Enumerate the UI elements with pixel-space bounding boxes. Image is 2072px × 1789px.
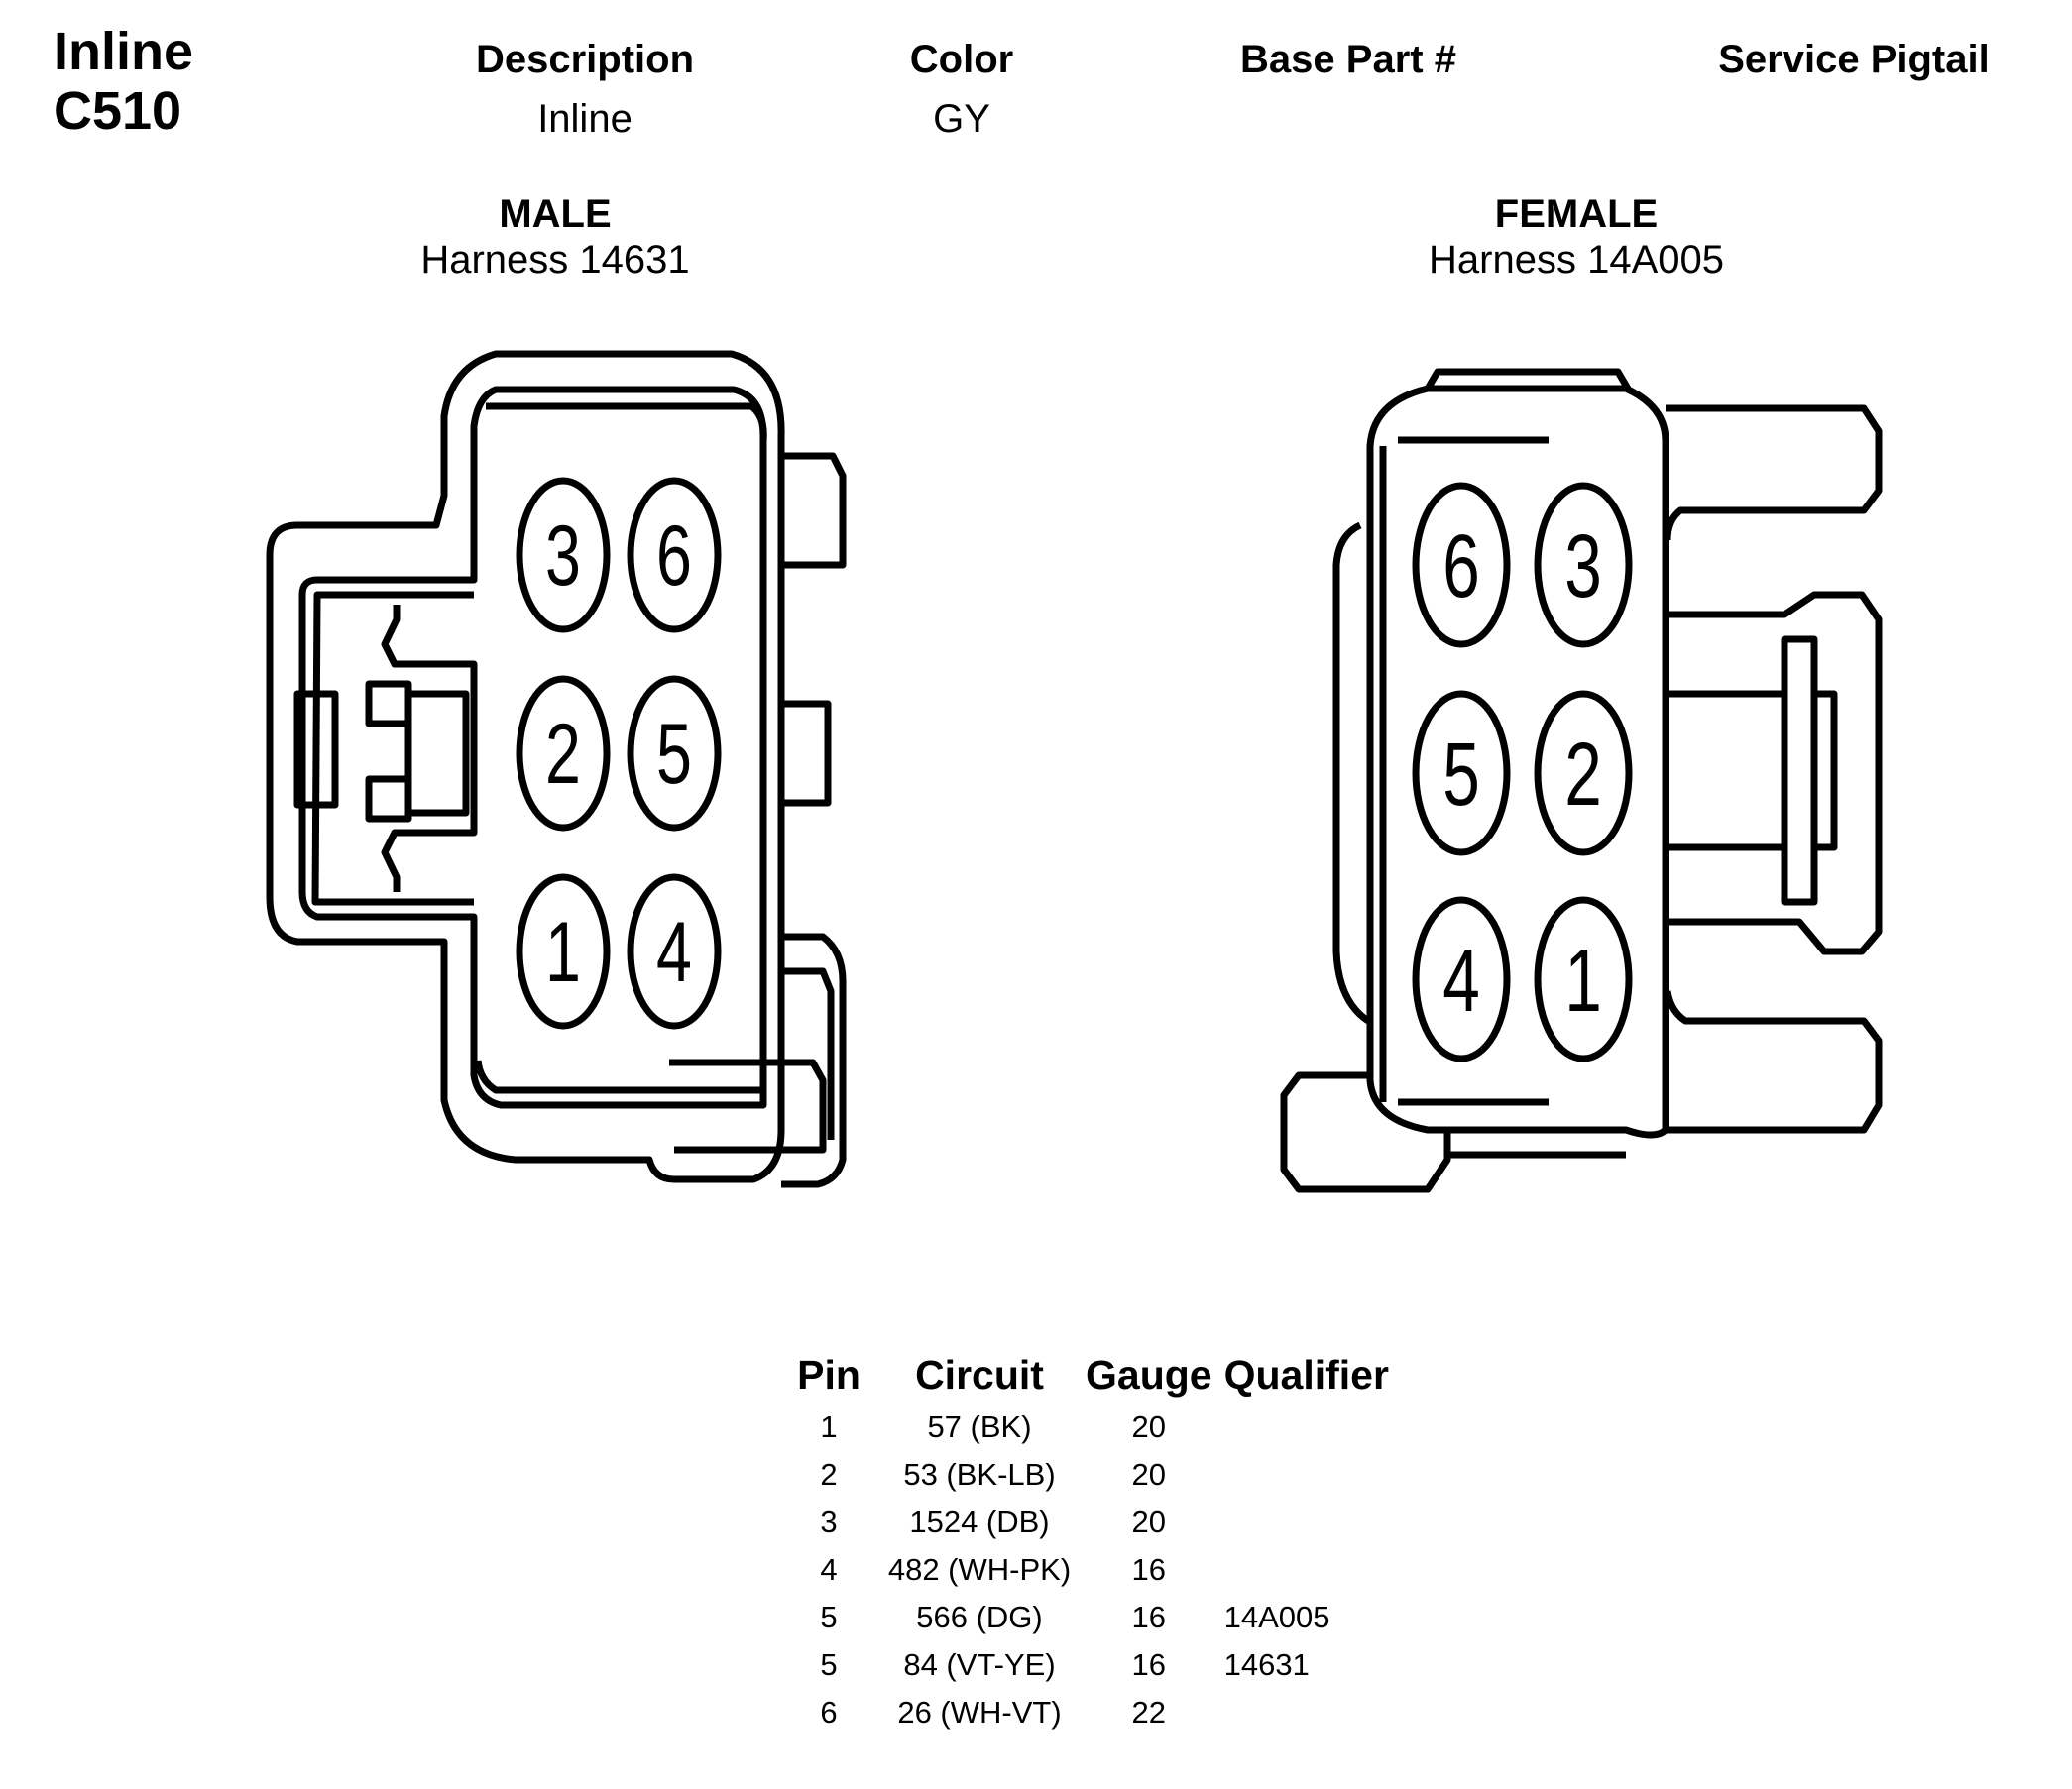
svg-text:1: 1 — [545, 905, 581, 1000]
connector-type: Inline — [54, 22, 194, 81]
service-pigtail-label: Service Pigtail — [1718, 38, 1990, 81]
table-row: 5 84 (VT-YE) 16 14631 — [778, 1641, 1399, 1689]
pin-cell: 3 — [820, 1505, 838, 1539]
table-row: 2 53 (BK-LB) 20 — [778, 1451, 1399, 1499]
connector-number: C510 — [54, 81, 182, 141]
pin-cell: 2 — [820, 1457, 838, 1492]
gauge-cell: 20 — [1131, 1409, 1167, 1444]
circuit-cell: 26 (WH-VT) — [897, 1695, 1062, 1730]
female-title: FEMALE — [1494, 192, 1659, 236]
male-pin-2: 2 — [516, 675, 611, 832]
circuit-header: Circuit — [915, 1351, 1044, 1398]
qualifier-cell — [1218, 1546, 1399, 1594]
qualifier-cell — [1218, 1403, 1399, 1451]
qualifier-cell — [1218, 1689, 1399, 1736]
pin-cell: 5 — [820, 1600, 838, 1634]
female-pin-6: 6 — [1412, 482, 1511, 648]
table-row: 1 57 (BK) 20 — [778, 1403, 1399, 1451]
gauge-cell: 16 — [1131, 1600, 1167, 1634]
qualifier-cell — [1218, 1499, 1399, 1546]
connector-id: Inline C510 — [54, 22, 193, 141]
circuit-cell: 482 (WH-PK) — [887, 1552, 1072, 1587]
female-pin-2: 2 — [1534, 690, 1633, 856]
female-harness: Harness 14A005 — [1429, 238, 1724, 281]
pin-table-header: Pin Circuit Gauge Qualifier — [778, 1346, 1399, 1403]
pin-cell: 5 — [820, 1647, 838, 1682]
table-row: 3 1524 (DB) 20 — [778, 1499, 1399, 1546]
circuit-cell: 84 (VT-YE) — [903, 1647, 1056, 1682]
description-label: Description — [475, 38, 695, 81]
svg-text:2: 2 — [1564, 725, 1602, 825]
circuit-cell: 1524 (DB) — [909, 1505, 1050, 1539]
color-value: GY — [933, 97, 990, 141]
circuit-cell: 53 (BK-LB) — [903, 1457, 1056, 1492]
pin-table: Pin Circuit Gauge Qualifier 1 57 (BK) 20… — [778, 1346, 1399, 1736]
table-row: 5 566 (DG) 16 14A005 — [778, 1594, 1399, 1641]
pin-cell: 6 — [820, 1695, 838, 1730]
base-part-label: Base Part # — [1240, 38, 1456, 81]
qualifier-cell: 14631 — [1223, 1647, 1310, 1682]
svg-text:5: 5 — [1442, 725, 1480, 825]
female-pin-4: 4 — [1412, 896, 1511, 1062]
gauge-cell: 22 — [1131, 1695, 1167, 1730]
svg-text:6: 6 — [1442, 516, 1480, 616]
female-pin-1: 1 — [1534, 896, 1633, 1062]
gauge-cell: 16 — [1131, 1552, 1167, 1587]
male-pin-6: 6 — [627, 477, 722, 633]
male-harness: Harness 14631 — [420, 238, 690, 281]
pin-cell: 1 — [820, 1409, 838, 1444]
color-label: Color — [909, 38, 1014, 81]
gauge-header: Gauge — [1086, 1351, 1212, 1398]
gauge-cell: 20 — [1131, 1457, 1167, 1492]
male-pin-5: 5 — [627, 675, 722, 832]
female-pin-5: 5 — [1412, 690, 1511, 856]
table-row: 4 482 (WH-PK) 16 — [778, 1546, 1399, 1594]
description-value: Inline — [537, 97, 633, 141]
male-pin-1: 1 — [516, 873, 611, 1030]
svg-text:5: 5 — [656, 707, 692, 802]
svg-text:6: 6 — [656, 508, 692, 604]
table-row: 6 26 (WH-VT) 22 — [778, 1689, 1399, 1736]
male-pin-4: 4 — [627, 873, 722, 1030]
pin-header: Pin — [797, 1351, 861, 1398]
svg-text:2: 2 — [545, 707, 581, 802]
gauge-cell: 16 — [1131, 1647, 1167, 1682]
male-connector-outline — [266, 350, 847, 1188]
svg-text:4: 4 — [1442, 931, 1480, 1031]
circuit-cell: 566 (DG) — [916, 1600, 1043, 1634]
pin-cell: 4 — [820, 1552, 838, 1587]
qualifier-cell: 14A005 — [1223, 1600, 1330, 1634]
qualifier-header: Qualifier — [1223, 1351, 1389, 1398]
female-connector-outline — [1280, 368, 1883, 1193]
female-pin-3: 3 — [1534, 482, 1633, 648]
svg-text:3: 3 — [1564, 516, 1602, 616]
circuit-cell: 57 (BK) — [927, 1409, 1032, 1444]
svg-text:4: 4 — [656, 905, 692, 1000]
svg-text:3: 3 — [545, 508, 581, 604]
svg-text:1: 1 — [1564, 931, 1602, 1031]
male-title: MALE — [499, 192, 612, 236]
gauge-cell: 20 — [1131, 1505, 1167, 1539]
male-pin-3: 3 — [516, 477, 611, 633]
qualifier-cell — [1218, 1451, 1399, 1499]
